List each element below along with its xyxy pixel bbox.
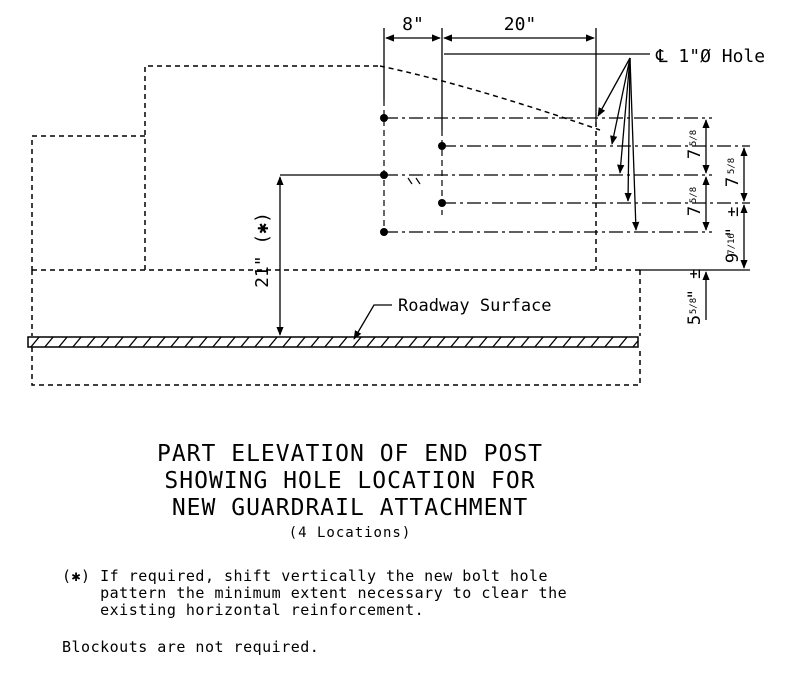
svg-text:7: 7: [723, 177, 743, 187]
hole: [380, 114, 388, 122]
roadway-surface-label: Roadway Surface: [398, 296, 552, 316]
hole: [380, 228, 388, 236]
top-dimension-lines: [383, 28, 597, 130]
post-outline: [31, 65, 641, 386]
svg-text:5: 5: [685, 315, 705, 325]
dim-21-inch: 21" (✱): [252, 212, 273, 288]
note-1-line-2: pattern the minimum extent necessary to …: [62, 584, 568, 602]
dim-upper-left-7-5-8: 7 5/8: [685, 130, 705, 159]
svg-text:" ±: " ±: [723, 207, 743, 238]
hole: [438, 199, 446, 207]
svg-text:9: 9: [723, 253, 743, 263]
svg-text:7: 7: [685, 206, 705, 216]
note-1-line-1: (✱) If required, shift vertically the ne…: [62, 567, 549, 585]
note-1-line-3: existing horizontal reinforcement.: [62, 601, 425, 619]
svg-text:5/8: 5/8: [689, 187, 699, 203]
bolt-holes: [380, 114, 446, 236]
svg-text:5/8: 5/8: [689, 298, 699, 314]
hole-callout-leaders: [444, 53, 650, 231]
title-line-1: PART ELEVATION OF END POST: [156, 441, 544, 467]
dim-lower-left-7-5-8: 7 5/8: [685, 187, 705, 216]
roadway-leader: [353, 304, 392, 340]
hole-centerlines: [384, 117, 750, 233]
roadway-surface-strip: [27, 336, 639, 348]
svg-text:5/8: 5/8: [689, 130, 699, 146]
title-line-3: NEW GUARDRAIL ATTACHMENT: [171, 495, 529, 521]
dim-9-7-16-approx: 9 7/16 " ±: [723, 207, 743, 263]
note-2: Blockouts are not required.: [62, 638, 320, 656]
svg-text:" ±: " ±: [685, 269, 705, 300]
hole: [438, 142, 446, 150]
svg-text:5/8: 5/8: [727, 158, 737, 174]
height-dimension: [276, 174, 384, 336]
dim-20-inch: 20": [504, 14, 537, 35]
hole-column-centerlines: [383, 100, 443, 240]
svg-text:7/16: 7/16: [727, 233, 737, 255]
hole-callout-label: ℄ 1"Ø Hole: [655, 46, 765, 67]
title-line-2: SHOWING HOLE LOCATION FOR: [164, 468, 536, 494]
title-line-4: (4 Locations): [288, 525, 412, 541]
right-dimension-lines: [640, 119, 750, 320]
dim-upper-right-7-5-8: 7 5/8: [723, 158, 743, 187]
svg-text:7: 7: [685, 149, 705, 159]
dim-5-5-8-approx: 5 5/8 " ±: [685, 269, 705, 325]
dim-8-inch: 8": [402, 14, 424, 35]
